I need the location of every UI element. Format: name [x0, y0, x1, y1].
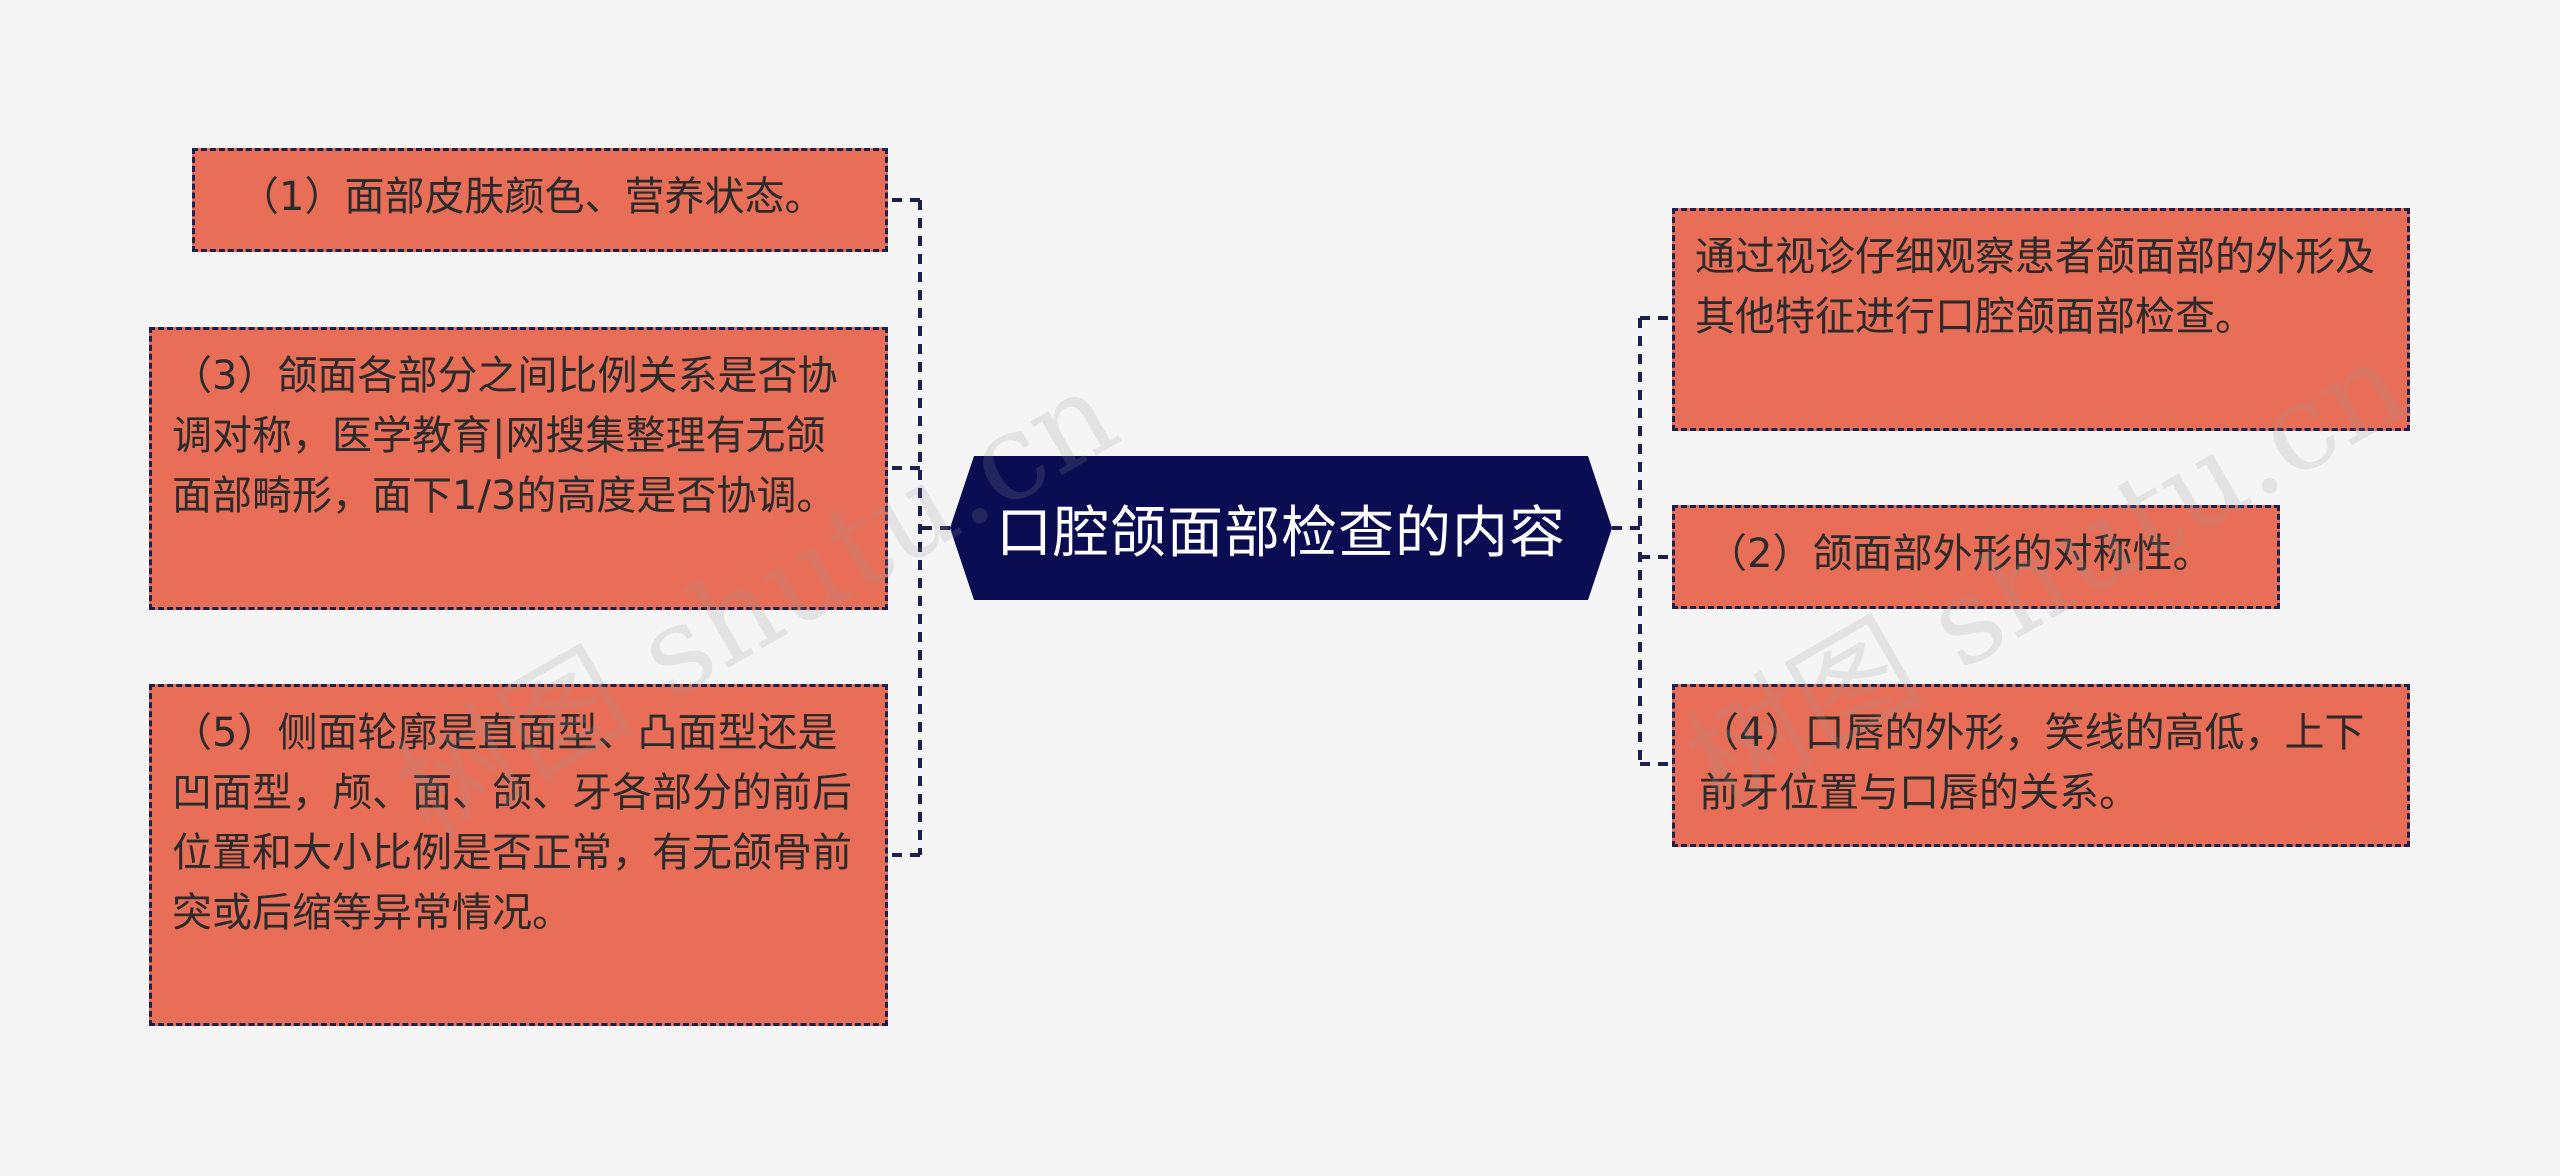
topic-node-visual-inspection[interactable]: 通过视诊仔细观察患者颌面部的外形及其他特征进行口腔颌面部检查。	[1672, 208, 2410, 431]
topic-node-text: 通过视诊仔细观察患者颌面部的外形及其他特征进行口腔颌面部检查。	[1695, 234, 2375, 340]
central-topic-label: 口腔颌面部检查的内容	[996, 500, 1566, 566]
topic-node-text: （2）颌面部外形的对称性。	[1707, 531, 2213, 577]
topic-node-text: （4）口唇的外形，笑线的高低，上下前牙位置与口唇的关系。	[1699, 710, 2365, 816]
central-topic-shape	[950, 456, 1612, 600]
topic-node-symmetry[interactable]: （2）颌面部外形的对称性。	[1672, 505, 2280, 609]
topic-node-profile[interactable]: （5）侧面轮廓是直面型、凸面型还是凹面型，颅、面、颌、牙各部分的前后位置和大小比…	[149, 684, 888, 1026]
central-topic[interactable]: 口腔颌面部检查的内容	[950, 456, 1612, 600]
topic-node-proportion[interactable]: （3）颌面各部分之间比例关系是否协调对称，医学教育|网搜集整理有无颌面部畸形，面…	[149, 327, 888, 610]
topic-node-text: （1）面部皮肤颜色、营养状态。	[239, 174, 825, 220]
topic-node-skin-color[interactable]: （1）面部皮肤颜色、营养状态。	[192, 148, 888, 252]
topic-node-lips[interactable]: （4）口唇的外形，笑线的高低，上下前牙位置与口唇的关系。	[1672, 684, 2410, 847]
topic-node-text: （5）侧面轮廓是直面型、凸面型还是凹面型，颅、面、颌、牙各部分的前后位置和大小比…	[172, 710, 852, 936]
topic-node-text: （3）颌面各部分之间比例关系是否协调对称，医学教育|网搜集整理有无颌面部畸形，面…	[172, 353, 838, 519]
